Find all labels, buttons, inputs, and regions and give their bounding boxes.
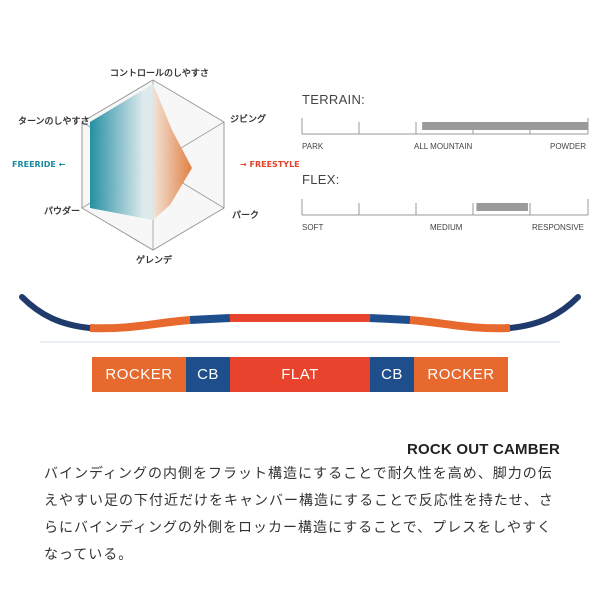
freeride-area xyxy=(90,84,153,220)
freestyle-area xyxy=(153,84,192,220)
flex-heading: FLEX: xyxy=(302,172,340,187)
terrain-label-all-mountain: ALL MOUNTAIN xyxy=(414,142,473,151)
axis-label-bottom: ゲレンデ xyxy=(136,256,173,266)
freeride-label: FREERIDE ← xyxy=(12,160,66,169)
axis-label-lower-right: パーク xyxy=(232,211,260,221)
profile-segment-cb-left: CB xyxy=(186,357,230,392)
flex-label-soft: SOFT xyxy=(302,223,324,232)
axis-label-lower-left: パウダー xyxy=(44,207,81,217)
arrow-right-icon: → xyxy=(240,160,247,169)
freestyle-label: → FREESTYLE xyxy=(240,160,300,169)
profile-segment-rocker-right: ROCKER xyxy=(414,357,508,392)
flex-label-medium: MEDIUM xyxy=(430,223,463,232)
axis-label-upper-left: ターンのしやすさ xyxy=(18,117,90,127)
terrain-label-park: PARK xyxy=(302,142,324,151)
profile-segment-rocker-left: ROCKER xyxy=(92,357,186,392)
profile-segment-cb-right: CB xyxy=(370,357,414,392)
profile-description: バインディングの内側をフラット構造にすることで耐久性を高め、脚力の伝えやすい足の… xyxy=(44,466,554,563)
axis-label-top: コントロールのしやすさ xyxy=(110,69,209,79)
terrain-label-powder: POWDER xyxy=(550,142,586,151)
profile-title: ROCK OUT CAMBER xyxy=(407,441,560,458)
flex-label-responsive: RESPONSIVE xyxy=(532,223,585,232)
terrain-heading: TERRAIN: xyxy=(302,92,366,107)
profile-segment-flat: FLAT xyxy=(230,357,370,392)
axis-label-upper-right: ジビング xyxy=(230,115,267,125)
arrow-left-icon: ← xyxy=(58,160,66,169)
